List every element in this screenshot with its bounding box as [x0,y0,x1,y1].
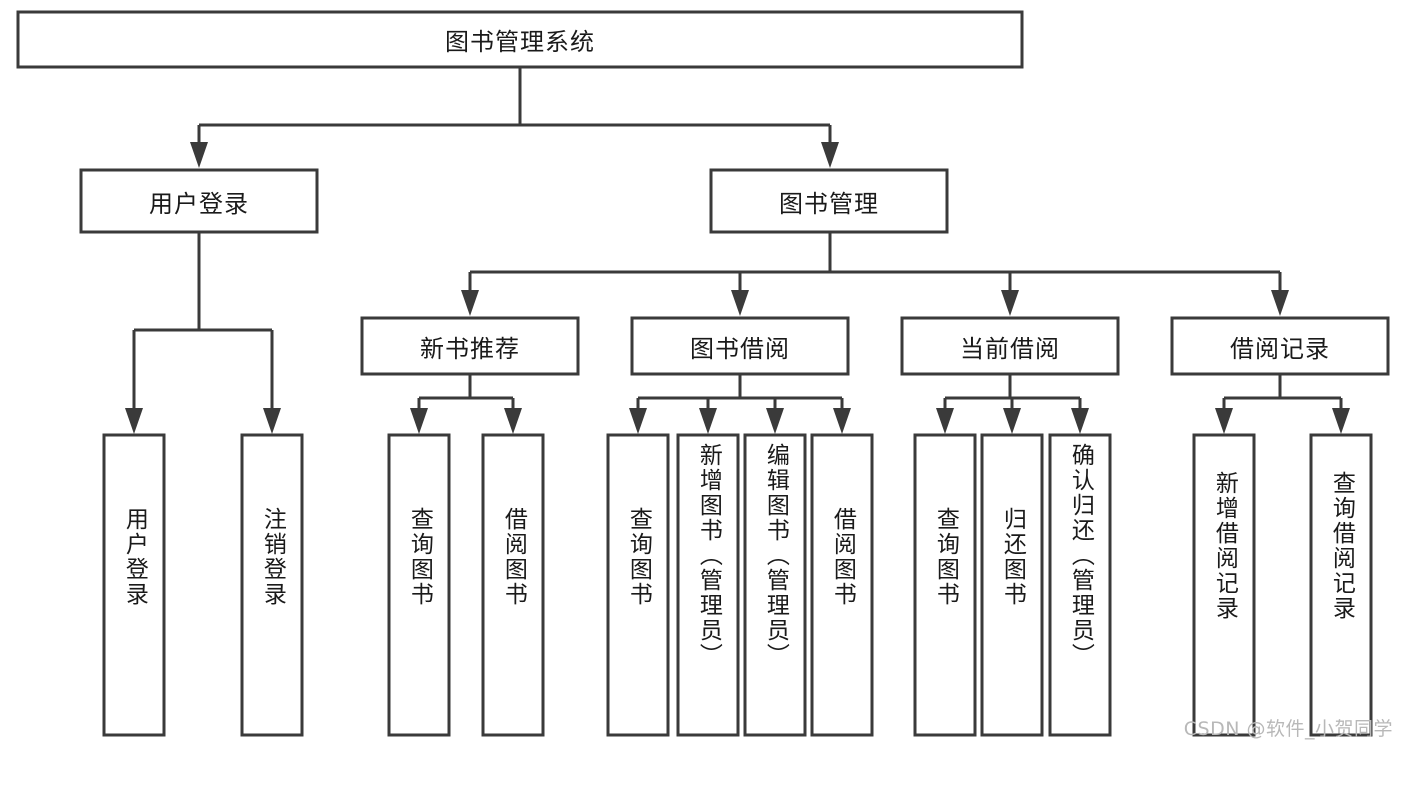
node-box-book-borrow[interactable] [630,316,850,376]
connector-group-current-borrow [936,374,1089,434]
node-box-borrow-record[interactable] [1170,316,1390,376]
connector-group-borrow-record [1215,374,1350,434]
leaf-box-new-book-1[interactable] [481,433,545,737]
leaf-box-book-borrow-0[interactable] [606,433,670,737]
connector-group-root [190,67,839,168]
connector-group-book-mgmt [461,232,1289,316]
leaf-box-borrow-record-1[interactable] [1309,433,1373,737]
arrowhead-new-book [461,290,479,316]
arrowhead-cb-leaf2 [1003,408,1021,434]
arrowhead-current-borrow [1001,290,1019,316]
leaf-box-current-borrow-1[interactable] [980,433,1044,737]
arrowhead-user-login [190,142,208,168]
leaf-box-borrow-record-0[interactable] [1192,433,1256,737]
arrowhead-cb-leaf1 [936,408,954,434]
arrowhead-borrow-record [1271,290,1289,316]
arrowhead-book-borrow [731,290,749,316]
node-box-new-book-recommend[interactable] [360,316,580,376]
arrowhead-bb-leaf1 [629,408,647,434]
leaf-box-new-book-0[interactable] [387,433,451,737]
connector-group-book-borrow [629,374,851,434]
connector-group-user-login [125,232,281,434]
leaf-box-book-borrow-2[interactable] [743,433,807,737]
arrowhead-book-mgmt [821,142,839,168]
arrowhead-nb-leaf2 [504,408,522,434]
leaf-box-current-borrow-0[interactable] [913,433,977,737]
arrowhead-br-leaf2 [1332,408,1350,434]
leaf-box-current-borrow-2[interactable] [1048,433,1112,737]
arrowhead-nb-leaf1 [410,408,428,434]
arrowhead-br-leaf1 [1215,408,1233,434]
arrowhead-cb-leaf3 [1071,408,1089,434]
arrowhead-ul-leaf2 [263,408,281,434]
node-box-user-login[interactable] [79,168,319,234]
flowchart-svg [16,10,1390,737]
connector-group-new-book [410,374,522,434]
leaf-box-user-login-0[interactable] [102,433,166,737]
arrowhead-bb-leaf3 [766,408,784,434]
node-box-current-borrow[interactable] [900,316,1120,376]
leaf-box-book-borrow-1[interactable] [676,433,740,737]
leaf-box-book-borrow-3[interactable] [810,433,874,737]
node-box-root[interactable] [16,10,1024,69]
node-box-book-management[interactable] [709,168,949,234]
leaf-box-user-login-1[interactable] [240,433,304,737]
arrowhead-ul-leaf1 [125,408,143,434]
csdn-watermark: CSDN @软件_小贺同学 [1183,718,1393,740]
arrowhead-bb-leaf2 [699,408,717,434]
diagram-canvas: 图书管理系统 用户登录 图书管理 新书推荐 图书借阅 当前借阅 借阅记录 用户登… [16,10,1393,740]
arrowhead-bb-leaf4 [833,408,851,434]
